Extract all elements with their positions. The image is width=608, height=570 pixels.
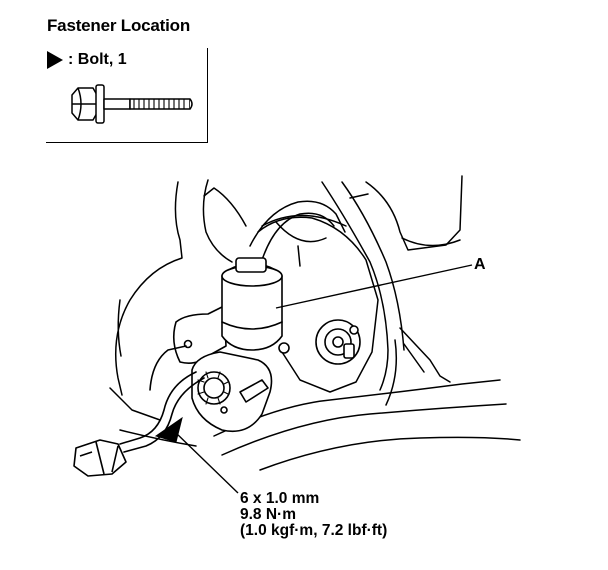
window-motor xyxy=(172,257,361,433)
triangle-pointer-icon xyxy=(47,51,63,69)
wire-connector xyxy=(73,439,127,477)
torque-spec-imperial: (1.0 kgf·m, 7.2 lbf·ft) xyxy=(240,522,388,539)
bolt-legend-label: : Bolt, 1 xyxy=(68,51,127,68)
bolt-pointer-icon xyxy=(154,416,183,443)
body-panel-lines xyxy=(109,175,521,471)
callout-a-leader xyxy=(275,264,473,309)
diagram-title: Fastener Location xyxy=(47,16,191,35)
callout-label-a: A xyxy=(474,256,486,273)
bolt-illustration xyxy=(71,84,193,124)
torque-spec-metric: 9.8 N·m xyxy=(240,506,296,523)
wire-harness xyxy=(119,345,205,453)
torque-spec-size: 6 x 1.0 mm xyxy=(240,490,320,507)
bolt-legend: : Bolt, 1 xyxy=(47,48,127,72)
bolt-legend-frame xyxy=(46,48,208,143)
torque-spec-leader xyxy=(174,431,239,494)
torque-spec: 6 x 1.0 mm 9.8 N·m (1.0 kgf·m, 7.2 lbf·f… xyxy=(240,491,387,539)
